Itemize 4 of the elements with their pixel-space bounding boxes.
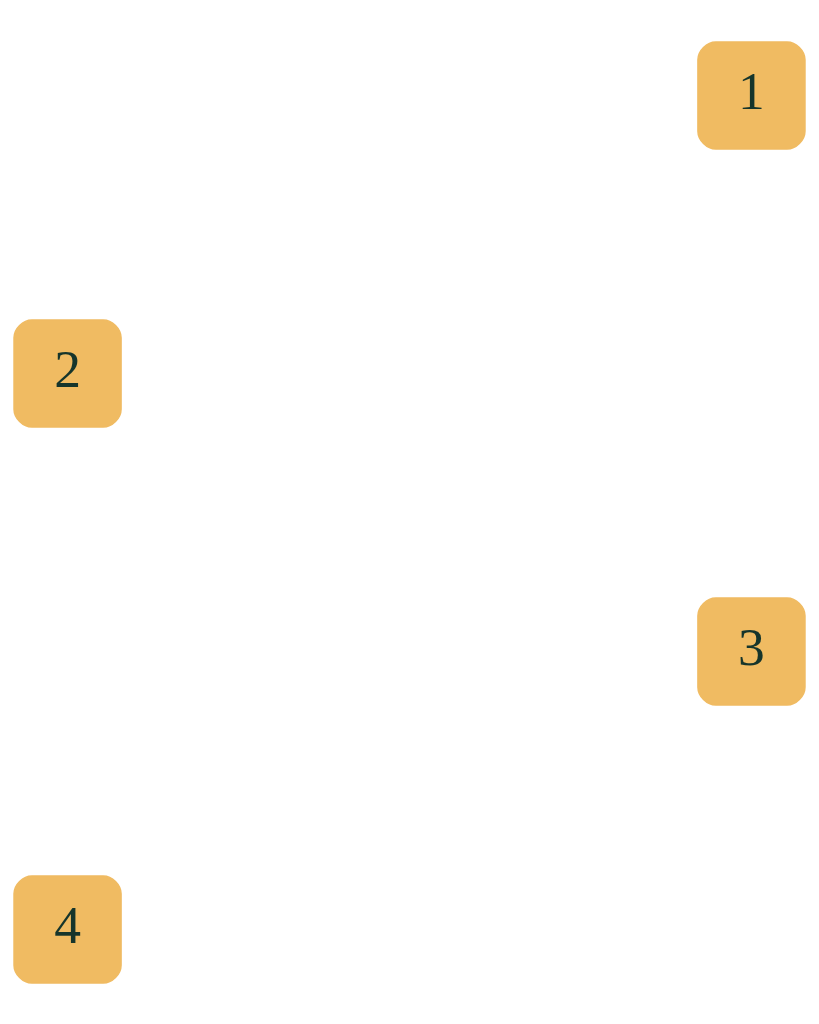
node-box: 3: [697, 596, 806, 706]
node-box: 1: [697, 40, 806, 150]
node-box: 4: [13, 874, 122, 984]
node-box: 2: [13, 318, 122, 428]
